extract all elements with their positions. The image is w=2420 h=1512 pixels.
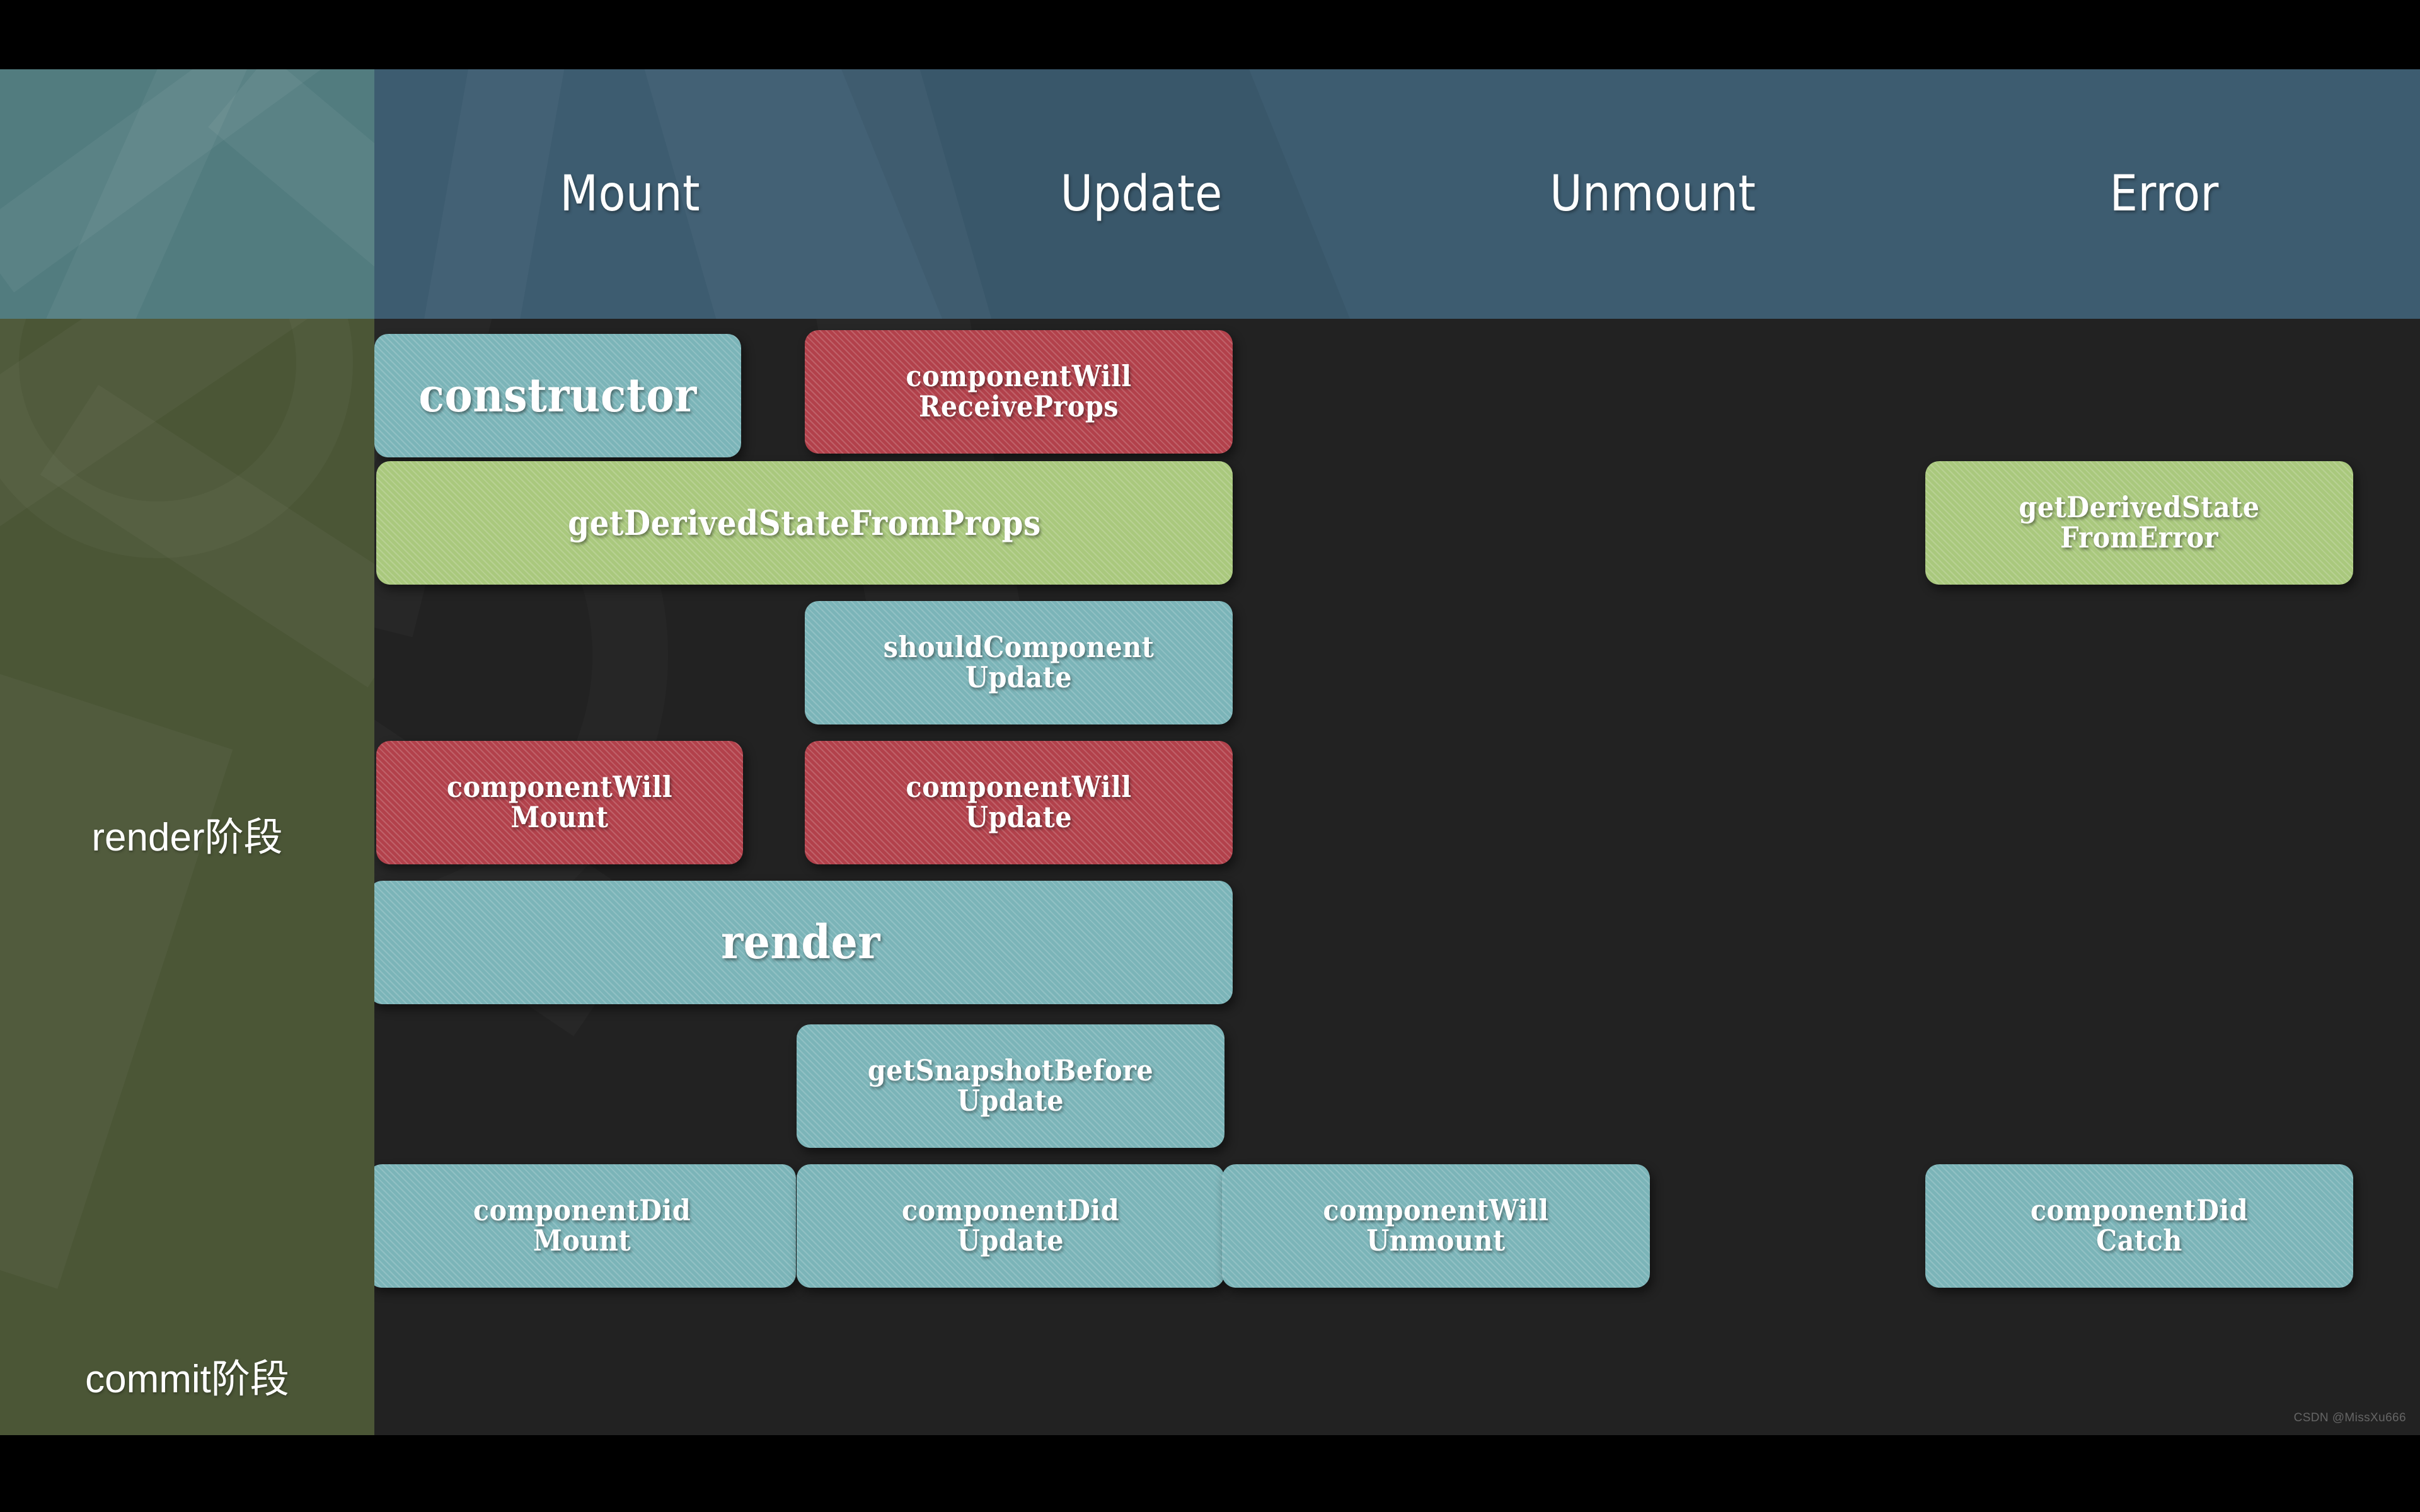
column-header-update: Update	[1060, 166, 1223, 222]
header-band	[0, 69, 2420, 319]
phase-sidebar: render阶段 commit阶段	[0, 69, 374, 1435]
lifecycle-box-render[interactable]: render	[369, 881, 1233, 1004]
phase-label-commit: commit阶段	[85, 1358, 289, 1401]
lifecycle-box-label: constructor	[418, 368, 697, 423]
lifecycle-slide: Mount Update Unmount Error render阶段 comm…	[0, 69, 2420, 1435]
header-columns: Mount Update Unmount Error	[374, 69, 2420, 319]
column-header-mount: Mount	[560, 166, 700, 222]
column-header-error: Error	[2109, 166, 2219, 222]
column-header-unmount: Unmount	[1550, 166, 1756, 222]
lifecycle-box-label: render	[721, 915, 880, 970]
watermark: CSDN @MissXu666	[2293, 1411, 2406, 1424]
phase-label-render: render阶段	[91, 816, 283, 859]
sidebar-body	[0, 319, 374, 1435]
lifecycle-box-label: getDerivedStateFromProps	[568, 502, 1041, 543]
sidebar-top-shape-3	[208, 69, 374, 319]
lifecycle-box-constructor[interactable]: constructor	[374, 334, 741, 457]
sidebar-header-cell	[0, 69, 374, 319]
sidebar-body-shape-3	[0, 672, 233, 1289]
lifecycle-box-getDerivedStateFromProps[interactable]: getDerivedStateFromProps	[376, 461, 1233, 585]
